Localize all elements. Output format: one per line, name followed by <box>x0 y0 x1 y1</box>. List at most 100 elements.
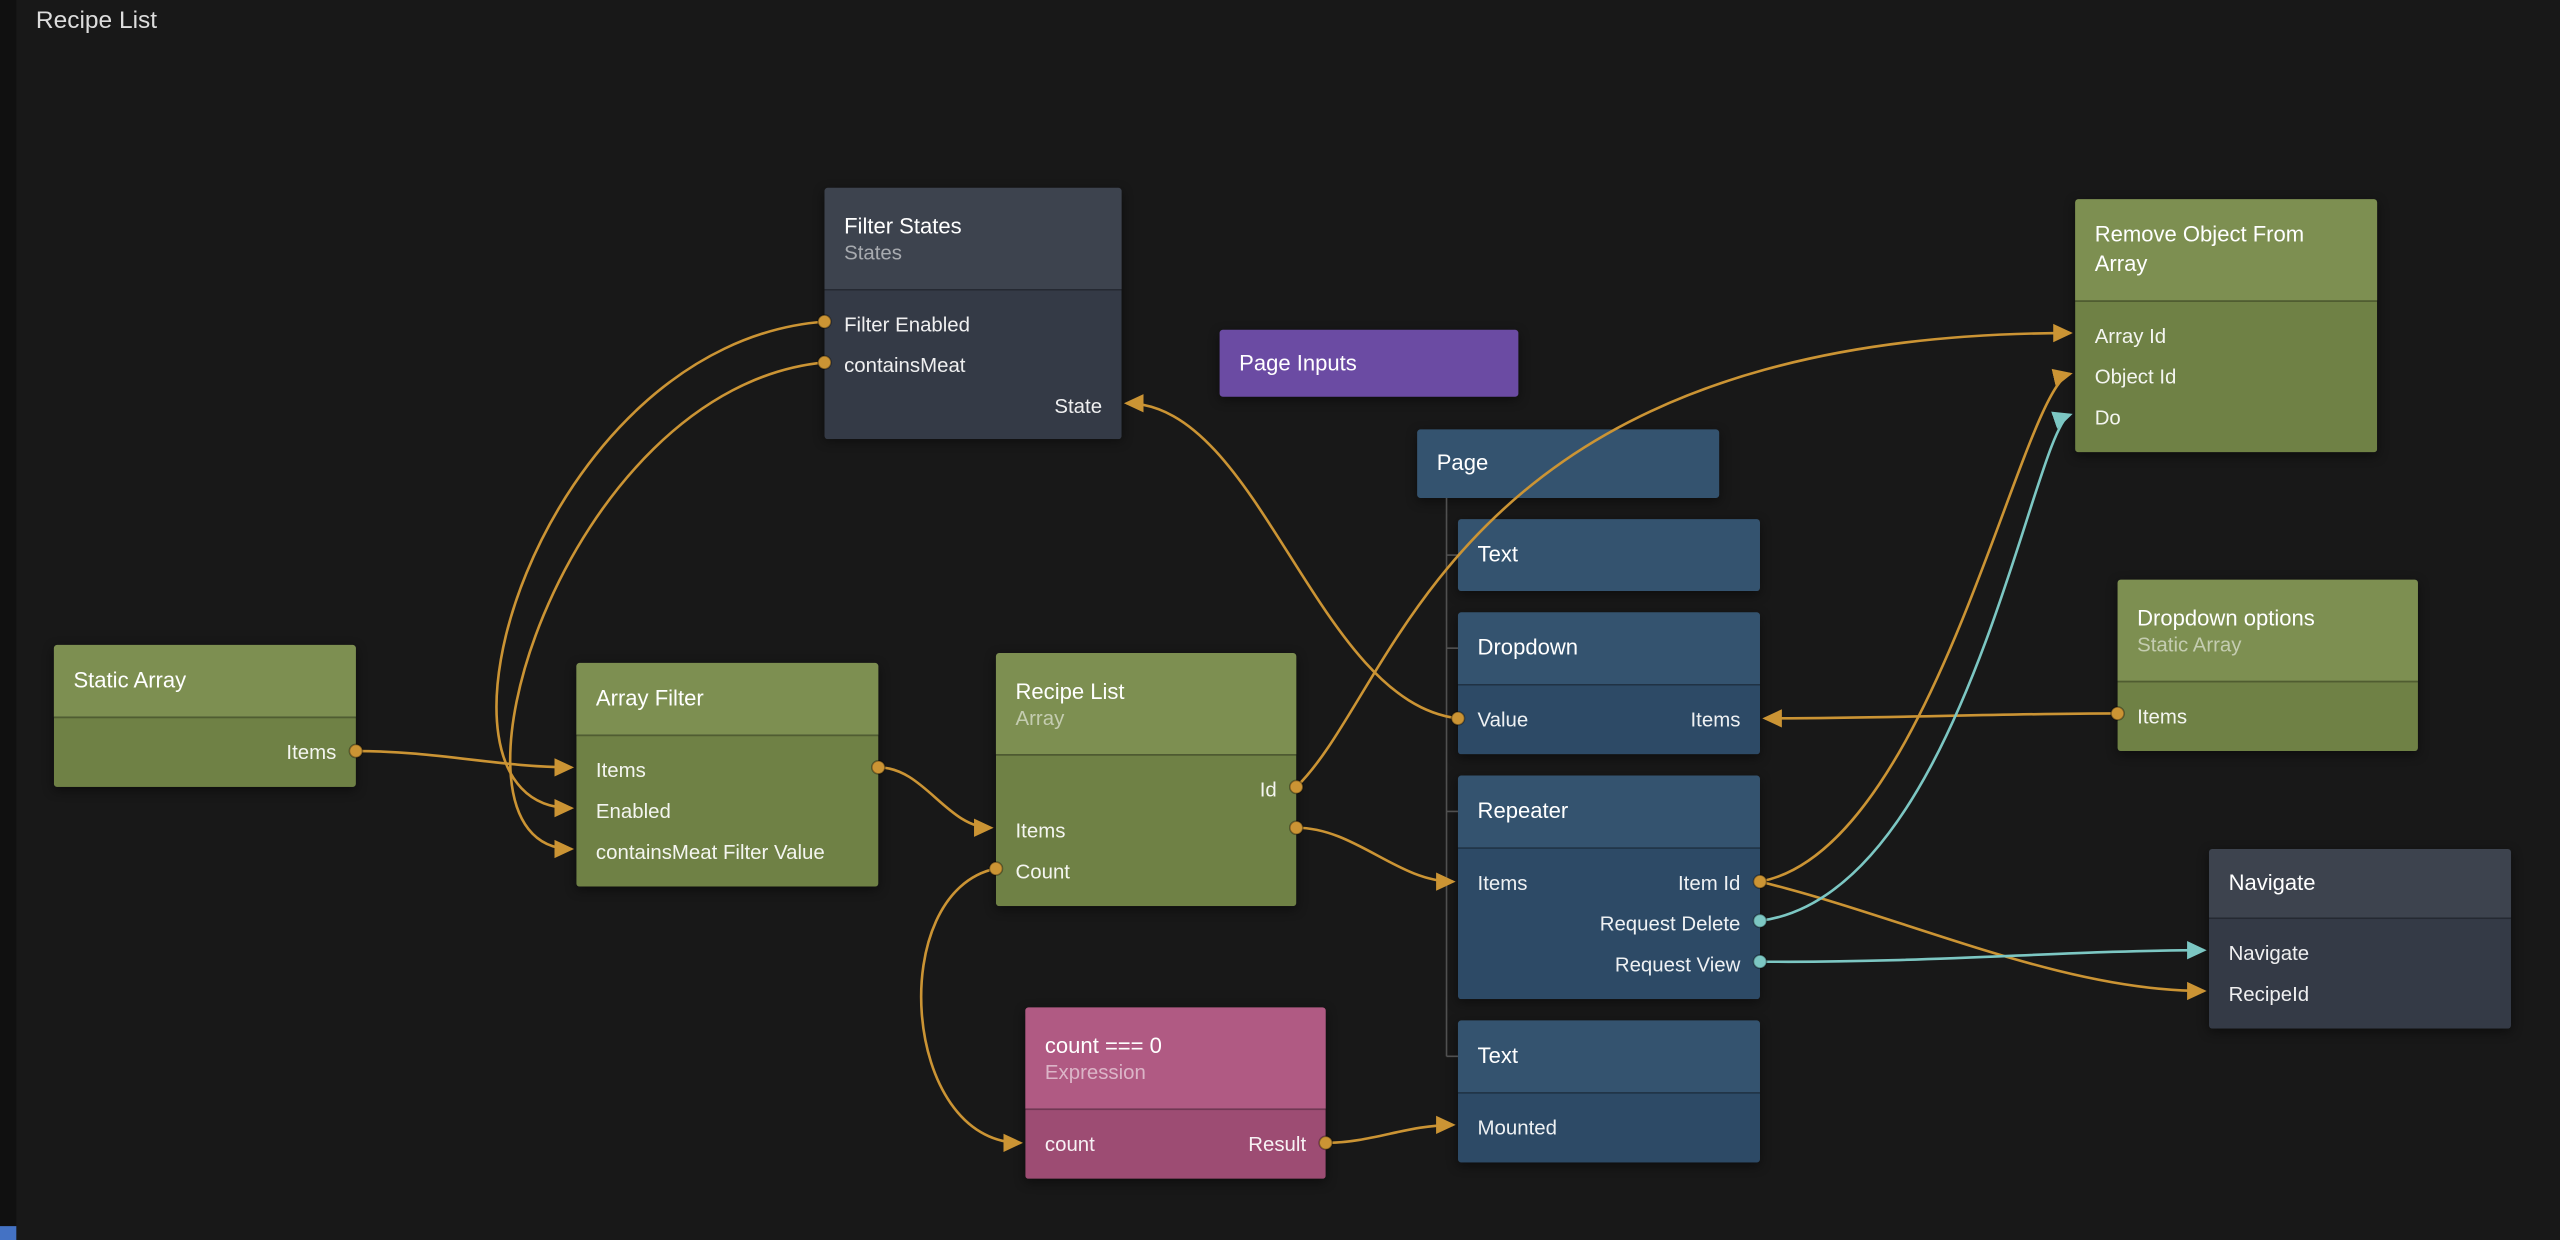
connection-dropdown-options-items-to-dropdown-items[interactable] <box>1762 709 2118 728</box>
port-label-recipeid: RecipeId <box>2228 982 2310 1005</box>
node-title: Page Inputs <box>1239 350 1357 376</box>
port-label-items: Items <box>595 758 646 782</box>
port-row: Navigate <box>2209 932 2511 973</box>
node-page[interactable]: Page <box>1417 429 1720 498</box>
connection-recipe-list-items-to-repeater-items[interactable] <box>1296 826 1456 891</box>
node-body: Mounted <box>1457 1092 1760 1163</box>
port-label-count: Count <box>1015 859 1070 883</box>
port-label-filter-enabled: Filter Enabled <box>844 312 970 336</box>
page-children-tree-lines <box>1445 497 1458 1058</box>
node-header: Text <box>1457 1020 1760 1093</box>
node-header: Page <box>1417 429 1720 498</box>
node-body: Value Items <box>1457 684 1760 755</box>
node-title: Page <box>1436 450 1489 476</box>
port-row: RecipeId <box>2209 973 2511 1014</box>
node-filter-states[interactable]: Filter States States Filter Enabled cont… <box>824 187 1122 440</box>
port-label-enabled: Enabled <box>595 799 671 823</box>
node-title: Recipe List <box>1015 678 1125 704</box>
node-static-array[interactable]: Static Array Items <box>53 644 356 787</box>
port-row: Do <box>2075 397 2377 438</box>
node-title: Repeater <box>1477 798 1569 824</box>
node-header: Recipe List Array <box>995 653 1297 755</box>
port-row: Mounted <box>1458 1107 1760 1148</box>
connection-static-array-items-to-array-filter-items[interactable] <box>355 749 575 777</box>
node-remove-object-from-array[interactable]: Remove Object From Array Array Id Object… <box>2075 199 2378 453</box>
port-label-containsmeat: containsMeat <box>844 353 966 377</box>
port-row: Request Delete <box>1458 903 1760 944</box>
node-subtitle: Expression <box>1044 1061 1146 1085</box>
connection-request-view-to-navigate[interactable] <box>1759 941 2207 964</box>
node-header: Navigate <box>2208 848 2512 918</box>
connection-repeater-item-id-to-navigate-recipeid[interactable] <box>1759 880 2207 1001</box>
port-row: Count <box>996 851 1296 892</box>
port-row: count Result <box>1025 1123 1325 1164</box>
port-label-mounted: Mounted <box>1477 1115 1557 1139</box>
node-title: Array Filter <box>595 686 704 711</box>
port-row: Enabled <box>576 790 878 831</box>
node-title: Remove Object From Array <box>2094 222 2305 276</box>
connection-request-delete-to-remove-do[interactable] <box>1759 411 2073 923</box>
node-header: Page Inputs <box>1219 329 1519 397</box>
node-subtitle: States <box>844 242 902 265</box>
node-text-2[interactable]: Text Mounted <box>1457 1020 1760 1163</box>
port-label-items: Items <box>1477 871 1528 894</box>
node-subtitle: Array <box>1015 707 1065 731</box>
node-repeater[interactable]: Repeater Items Item Id Request Delete Re… <box>1457 775 1760 1000</box>
node-dropdown[interactable]: Dropdown Value Items <box>1457 612 1760 755</box>
port-label-items: Items <box>1690 707 1741 731</box>
port-row: State <box>824 385 1121 426</box>
node-title: Navigate <box>2228 870 2316 896</box>
port-row: containsMeat <box>824 344 1121 385</box>
node-dropdown-options[interactable]: Dropdown options Static Array Items <box>2117 579 2418 752</box>
port-label-item-id: Item Id <box>1678 871 1741 894</box>
node-title: Dropdown options <box>2137 605 2315 630</box>
component-title[interactable]: Recipe List <box>35 6 158 35</box>
port-row: Items Item Id <box>1458 862 1760 903</box>
port-row: Value Items <box>1458 699 1760 740</box>
node-recipe-list-array[interactable]: Recipe List Array Id Items Count <box>995 653 1297 907</box>
node-header: Dropdown options Static Array <box>2117 579 2418 681</box>
node-body: count Result <box>1025 1108 1326 1179</box>
node-title: Static Array <box>73 668 187 693</box>
port-label-array-id: Array Id <box>2094 324 2167 347</box>
port-row: Items <box>54 731 356 772</box>
port-label-state: State <box>1054 394 1103 418</box>
port-label-items: Items <box>2137 704 2188 728</box>
port-row: Items <box>576 749 878 790</box>
port-row: Id <box>996 769 1296 810</box>
connection-repeater-item-id-to-remove-object-id[interactable] <box>1759 368 2073 883</box>
node-count-expression[interactable]: count === 0 Expression count Result <box>1025 1007 1326 1179</box>
node-body: Items <box>53 716 356 787</box>
node-title: Text <box>1477 1043 1518 1069</box>
node-header: count === 0 Expression <box>1025 1007 1326 1109</box>
port-label-do: Do <box>2094 405 2121 429</box>
port-label-count: count <box>1044 1132 1095 1156</box>
connection-array-filter-items-to-recipe-list-items[interactable] <box>878 766 994 837</box>
port-row: Filter Enabled <box>824 304 1121 345</box>
node-page-inputs[interactable]: Page Inputs <box>1219 329 1519 397</box>
node-header: Array Filter <box>576 662 879 735</box>
node-title: count === 0 <box>1044 1033 1162 1058</box>
port-row: Array Id <box>2075 315 2377 356</box>
node-body: Id Items Count <box>995 754 1297 907</box>
port-label-result: Result <box>1248 1132 1307 1156</box>
node-body: Filter Enabled containsMeat State <box>824 288 1122 440</box>
left-panel-edge <box>0 0 17 1240</box>
node-header: Dropdown <box>1457 612 1760 685</box>
node-array-filter[interactable]: Array Filter Items Enabled containsMeat … <box>576 662 879 887</box>
port-label-containsmeat-filter-value: containsMeat Filter Value <box>595 839 825 863</box>
node-navigate[interactable]: Navigate Navigate RecipeId <box>2208 848 2512 1029</box>
node-title: Filter States <box>844 213 962 238</box>
port-label-navigate: Navigate <box>2228 941 2310 965</box>
connection-expression-result-to-text-mounted[interactable] <box>1325 1115 1456 1145</box>
bottom-left-accent <box>0 1226 17 1240</box>
port-label-value: Value <box>1477 707 1529 731</box>
node-text-1[interactable]: Text <box>1457 519 1760 592</box>
connection-recipe-list-count-to-expression-count[interactable] <box>920 867 1024 1152</box>
port-row: Items <box>996 810 1296 851</box>
port-label-request-delete: Request Delete <box>1599 911 1741 935</box>
node-title: Dropdown <box>1477 635 1579 660</box>
port-label-request-view: Request View <box>1614 952 1741 976</box>
node-body: Navigate RecipeId <box>2208 917 2512 1029</box>
